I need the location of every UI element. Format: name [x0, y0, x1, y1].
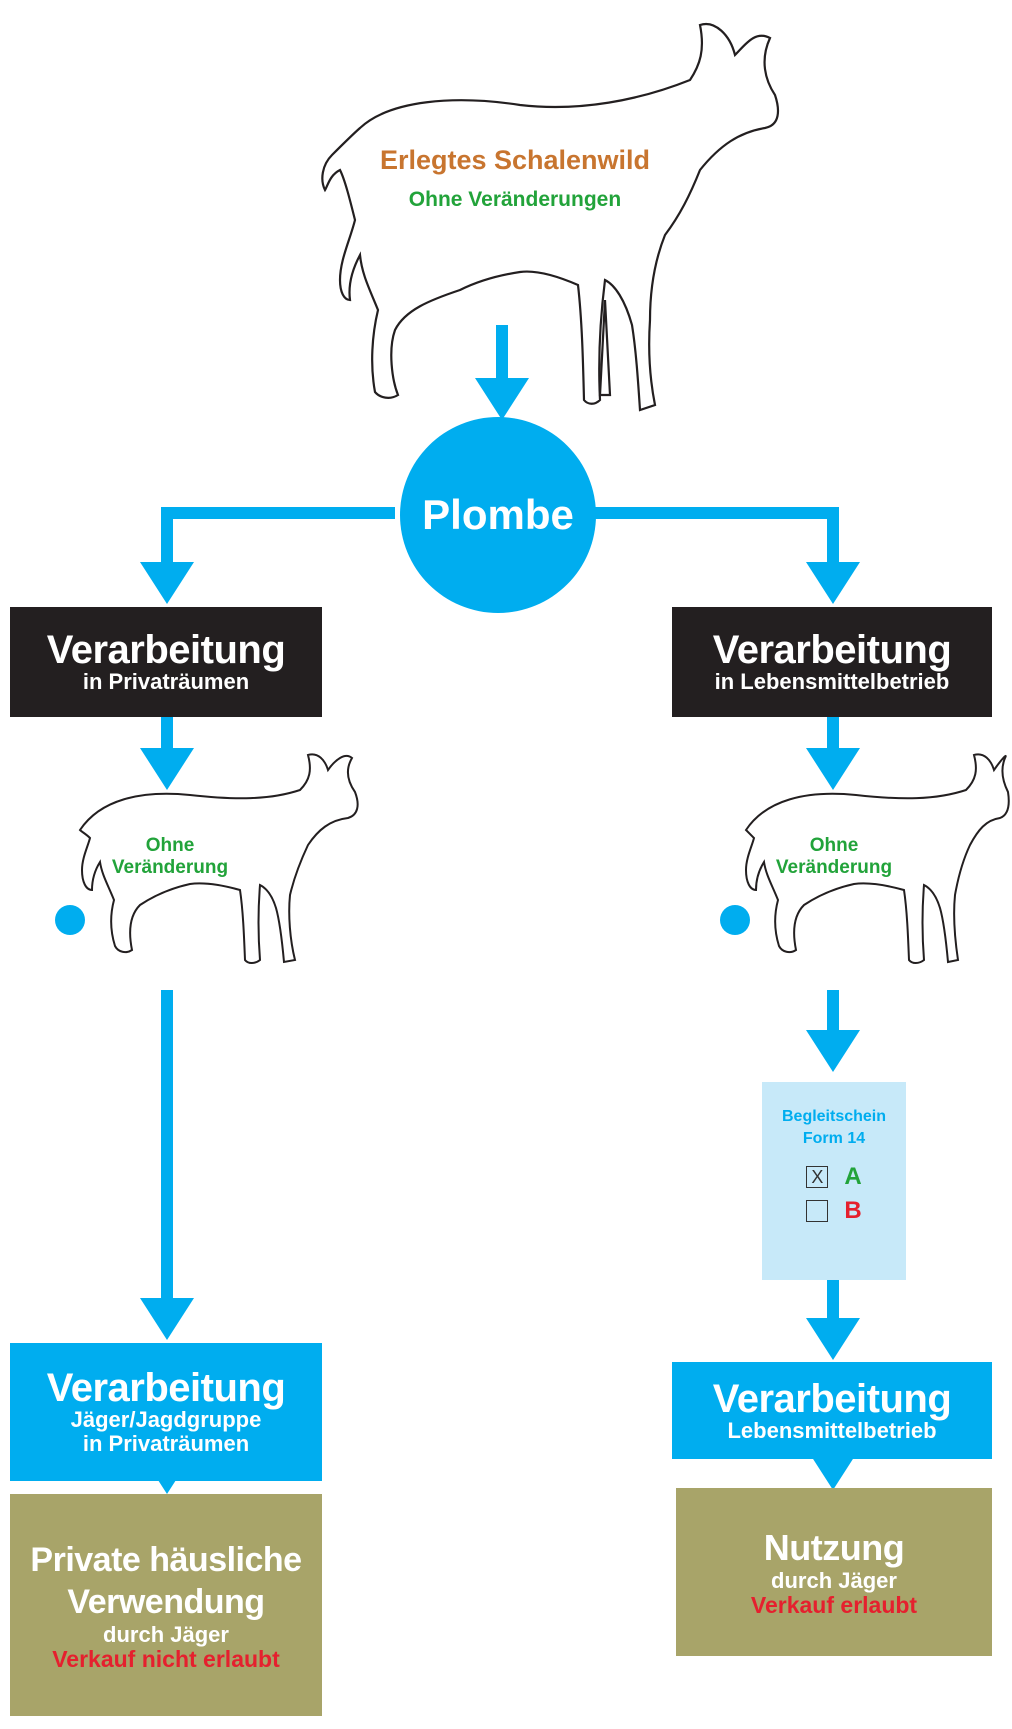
top-title: Erlegtes Schalenwild: [379, 145, 651, 175]
connector-left-branch: [161, 507, 395, 565]
chamois-right-icon: [744, 753, 1010, 964]
right-process-title: Verarbeitung: [712, 628, 952, 672]
chamois-left-icon: [78, 753, 359, 964]
option-b-row: B: [762, 1194, 906, 1228]
arrowhead-left-1: [140, 562, 194, 604]
left-outcome-box: Private häusliche Verwendung durch Jäger…: [10, 1494, 322, 1716]
arrowhead-right-4: [806, 1318, 860, 1360]
connector-right-branch: [592, 507, 839, 565]
right-outcome-title: Nutzung: [763, 1527, 905, 1568]
arrowhead-left-2: [140, 748, 194, 790]
left-final-process-sub1: Jäger/Jagdgruppe: [70, 1407, 262, 1432]
left-outcome-title2: Verwendung: [67, 1583, 265, 1621]
arrowhead-top: [475, 378, 529, 420]
left-process-box: Verarbeitung in Privaträumen: [10, 607, 322, 717]
right-outcome-box: Nutzung durch Jäger Verkauf erlaubt: [676, 1488, 992, 1656]
right-animal-label-line1: Ohne: [809, 835, 859, 856]
option-a-label: A: [844, 1163, 862, 1190]
arrowhead-right-2: [806, 748, 860, 790]
right-animal-label-line2: Veränderung: [775, 857, 893, 878]
left-animal-label-line1: Ohne: [145, 835, 195, 856]
left-final-process-title: Verarbeitung: [46, 1366, 286, 1410]
plombe-label: Plombe: [422, 491, 574, 538]
left-final-process-box: Verarbeitung Jäger/Jagdgruppe in Privatr…: [10, 1343, 322, 1481]
option-b-label: B: [844, 1197, 862, 1224]
right-outcome-sub: durch Jäger: [771, 1568, 897, 1593]
chamois-top-icon: [321, 22, 780, 412]
left-final-process-sub2: in Privaträumen: [82, 1431, 250, 1456]
left-process-sub: in Privaträumen: [82, 669, 250, 694]
arrowhead-left-3: [140, 1298, 194, 1340]
right-final-process-sub: Lebensmittelbetrieb: [727, 1417, 937, 1443]
left-process-title: Verarbeitung: [46, 628, 286, 672]
right-final-process-box: Verarbeitung Lebensmittelbetrieb: [672, 1362, 992, 1459]
left-animal-label: Ohne Veränderung: [90, 835, 250, 879]
seal-dot-left: [55, 905, 85, 935]
seal-dot-right: [720, 905, 750, 935]
option-a-checkbox[interactable]: X: [806, 1166, 829, 1188]
left-outcome-sub: durch Jäger: [103, 1622, 229, 1647]
right-animal-label: Ohne Veränderung: [754, 835, 914, 879]
option-b-checkbox[interactable]: [806, 1200, 829, 1222]
option-a-row: X A: [762, 1160, 906, 1194]
right-process-sub: in Lebensmittelbetrieb: [714, 669, 950, 694]
plombe-hub: Plombe: [400, 417, 596, 613]
arrowhead-right-3: [806, 1030, 860, 1072]
left-animal-label-line2: Veränderung: [111, 857, 229, 878]
form-title-2: Form 14: [802, 1130, 866, 1147]
right-final-process-title: Verarbeitung: [712, 1376, 952, 1421]
right-outcome-note: Verkauf erlaubt: [750, 1592, 918, 1618]
arrowhead-right-1: [806, 562, 860, 604]
left-outcome-note: Verkauf nicht erlaubt: [52, 1646, 280, 1672]
form-title-1: Begleitschein: [781, 1108, 887, 1125]
right-process-box: Verarbeitung in Lebensmittelbetrieb: [672, 607, 992, 717]
top-subtitle: Ohne Veränderungen: [408, 188, 622, 211]
left-outcome-title1: Private häusliche: [30, 1541, 302, 1579]
form-panel: Begleitschein Form 14 X A B: [762, 1082, 906, 1280]
